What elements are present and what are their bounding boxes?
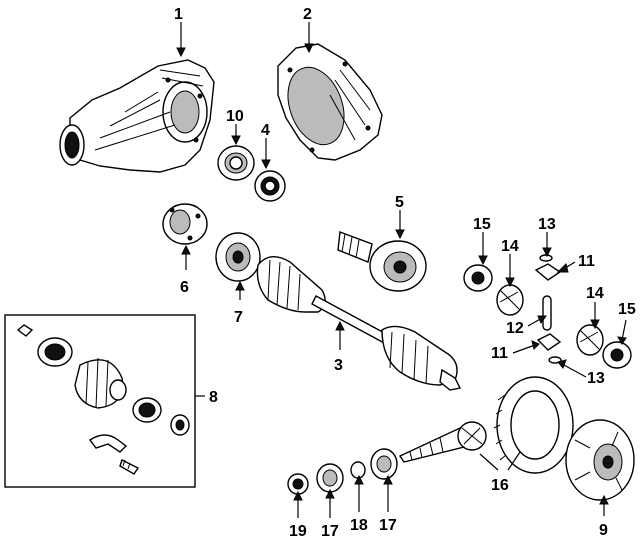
differential-housing [59, 59, 215, 173]
callout-18: 18 [350, 517, 368, 534]
callout-1: 1 [174, 6, 183, 23]
bottom-bearings [287, 448, 398, 495]
callout-13-bottom: 13 [587, 370, 605, 387]
cv-joint-7 [215, 232, 261, 282]
callout-9: 9 [599, 522, 608, 539]
callout-4: 4 [261, 122, 270, 139]
callout-10: 10 [226, 108, 244, 125]
callout-labels: 1 2 10 4 5 6 7 3 8 15 14 13 11 12 11 14 … [174, 6, 636, 540]
callout-12: 12 [506, 320, 524, 337]
callout-11-bottom: 11 [491, 345, 508, 362]
stub-joint-5 [337, 231, 427, 292]
callout-3: 3 [334, 357, 343, 374]
leader-lines [176, 22, 627, 518]
callout-14-bottom: 14 [586, 285, 604, 302]
carrier-9 [565, 419, 635, 501]
flange-6 [162, 203, 208, 245]
callout-11-top: 11 [578, 253, 595, 270]
ring-and-pinion-16 [398, 376, 574, 474]
differential-cover [277, 43, 383, 161]
callout-6: 6 [180, 279, 189, 296]
callout-13-top: 13 [538, 216, 556, 233]
callout-2: 2 [303, 6, 312, 23]
axle-shaft-3 [256, 256, 462, 391]
bearing-10 [217, 145, 255, 181]
boot-kit-box [4, 314, 196, 488]
callout-17-left: 17 [321, 523, 339, 540]
callout-14-top: 14 [501, 238, 519, 255]
callout-16: 16 [491, 477, 509, 494]
callout-8: 8 [209, 389, 218, 406]
seal-4 [254, 170, 286, 202]
callout-17-right: 17 [379, 517, 397, 534]
callout-15-bottom: 15 [618, 301, 636, 318]
spider-gears [463, 254, 632, 369]
callout-7: 7 [234, 309, 243, 326]
callout-5: 5 [395, 194, 404, 211]
callout-19: 19 [289, 523, 307, 540]
callout-15-top: 15 [473, 216, 491, 233]
